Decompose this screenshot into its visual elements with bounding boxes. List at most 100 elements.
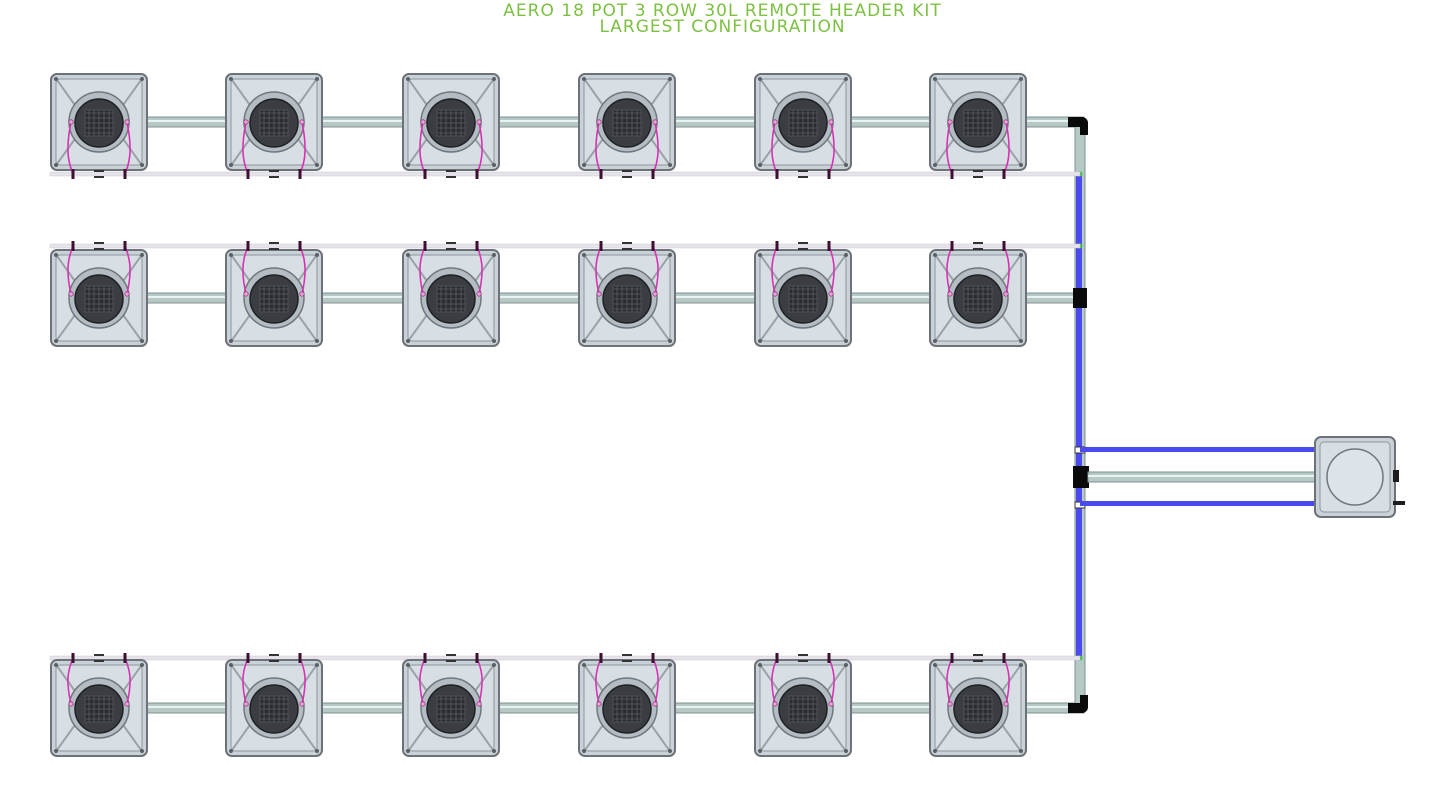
pot-facets bbox=[231, 79, 317, 165]
line-marker bbox=[94, 170, 104, 172]
line-marker bbox=[622, 660, 632, 662]
line-marker bbox=[622, 176, 632, 178]
line-marker bbox=[798, 654, 808, 656]
pot-module bbox=[225, 653, 323, 757]
line-marker bbox=[94, 248, 104, 250]
pot-bolt bbox=[758, 253, 762, 257]
pot-bolt bbox=[229, 253, 233, 257]
dripper bbox=[420, 119, 426, 125]
line-marker bbox=[973, 170, 983, 172]
drip-stake bbox=[71, 241, 75, 251]
line-marker bbox=[446, 176, 456, 178]
dripper bbox=[652, 291, 658, 297]
pot-bolt bbox=[229, 339, 233, 343]
dripper bbox=[299, 119, 305, 125]
line-marker bbox=[798, 242, 808, 244]
drip-stake bbox=[71, 169, 75, 179]
drip-stake bbox=[298, 169, 302, 179]
line-marker bbox=[798, 170, 808, 172]
pot-module bbox=[578, 73, 676, 179]
dripper bbox=[124, 701, 130, 707]
pot-module bbox=[929, 653, 1027, 757]
drip-stake bbox=[651, 653, 655, 663]
pot-bolt bbox=[140, 77, 144, 81]
pot-bolt bbox=[315, 339, 319, 343]
line-marker bbox=[269, 242, 279, 244]
drip-stake bbox=[775, 241, 779, 251]
pot-bolt bbox=[668, 663, 672, 667]
pot-module bbox=[402, 241, 500, 347]
pot-facets bbox=[408, 665, 494, 751]
dripper bbox=[68, 701, 74, 707]
pot-module bbox=[578, 241, 676, 347]
drip-stake bbox=[475, 653, 479, 663]
pot-module bbox=[402, 73, 500, 179]
reservoir-fitting bbox=[1393, 470, 1399, 482]
pot-bolt bbox=[406, 77, 410, 81]
pot-bolt bbox=[229, 749, 233, 753]
dripper bbox=[652, 119, 658, 125]
pot-bolt bbox=[668, 163, 672, 167]
drip-stake bbox=[298, 241, 302, 251]
pot-bolt bbox=[933, 749, 937, 753]
pot-facets bbox=[584, 255, 670, 341]
drip-stake bbox=[246, 241, 250, 251]
dripper bbox=[476, 291, 482, 297]
line-marker bbox=[973, 248, 983, 250]
pot-bolt bbox=[582, 77, 586, 81]
pot-bolt bbox=[1019, 77, 1023, 81]
dripper bbox=[1003, 701, 1009, 707]
pot-facets bbox=[231, 255, 317, 341]
drip-stake bbox=[1002, 241, 1006, 251]
line-marker bbox=[269, 170, 279, 172]
line-marker bbox=[446, 654, 456, 656]
header-tee bbox=[1073, 466, 1089, 488]
pot-facets bbox=[760, 255, 846, 341]
pot-facets bbox=[231, 665, 317, 751]
pot-module bbox=[929, 241, 1027, 347]
pot-bolt bbox=[315, 77, 319, 81]
drip-stake bbox=[599, 169, 603, 179]
pot-bolt bbox=[844, 339, 848, 343]
pot-bolt bbox=[933, 663, 937, 667]
drip-stake bbox=[123, 241, 127, 251]
drip-stake bbox=[827, 241, 831, 251]
line-marker bbox=[446, 242, 456, 244]
diagram-title: AERO 18 POT 3 ROW 30L REMOTE HEADER KIT bbox=[503, 1, 942, 21]
dripper bbox=[772, 119, 778, 125]
pot-bolt bbox=[582, 163, 586, 167]
pot-bolt bbox=[758, 77, 762, 81]
pot-bolt bbox=[758, 749, 762, 753]
pot-facets bbox=[935, 665, 1021, 751]
line-marker bbox=[798, 248, 808, 250]
line-marker bbox=[269, 176, 279, 178]
pot-bolt bbox=[492, 663, 496, 667]
drip-stake bbox=[298, 653, 302, 663]
drip-stake bbox=[651, 169, 655, 179]
pot-bolt bbox=[315, 749, 319, 753]
drip-stake bbox=[651, 241, 655, 251]
pot-bolt bbox=[933, 163, 937, 167]
pot-bolt bbox=[140, 749, 144, 753]
pot-facets bbox=[408, 79, 494, 165]
pot-bolt bbox=[492, 253, 496, 257]
dripper bbox=[299, 701, 305, 707]
pot-bolt bbox=[1019, 749, 1023, 753]
pot-facets bbox=[935, 79, 1021, 165]
dripper bbox=[243, 119, 249, 125]
pot-bolt bbox=[315, 253, 319, 257]
pot-module bbox=[50, 241, 148, 347]
drip-stake bbox=[775, 653, 779, 663]
bottom-elbow bbox=[1068, 695, 1088, 713]
drip-stake bbox=[423, 169, 427, 179]
line-marker bbox=[446, 170, 456, 172]
pot-bolt bbox=[54, 663, 58, 667]
drip-stake bbox=[423, 241, 427, 251]
pot-facets bbox=[935, 255, 1021, 341]
pot-bolt bbox=[140, 663, 144, 667]
dripper bbox=[476, 119, 482, 125]
pot-bolt bbox=[582, 749, 586, 753]
dripper bbox=[243, 701, 249, 707]
pot-bolt bbox=[492, 77, 496, 81]
